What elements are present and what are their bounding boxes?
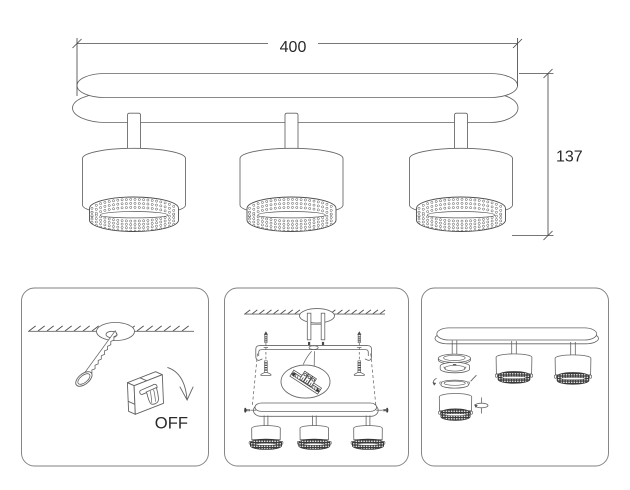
- svg-text:400: 400: [280, 39, 307, 56]
- svg-text:137: 137: [556, 149, 583, 166]
- svg-text:OFF: OFF: [155, 414, 188, 433]
